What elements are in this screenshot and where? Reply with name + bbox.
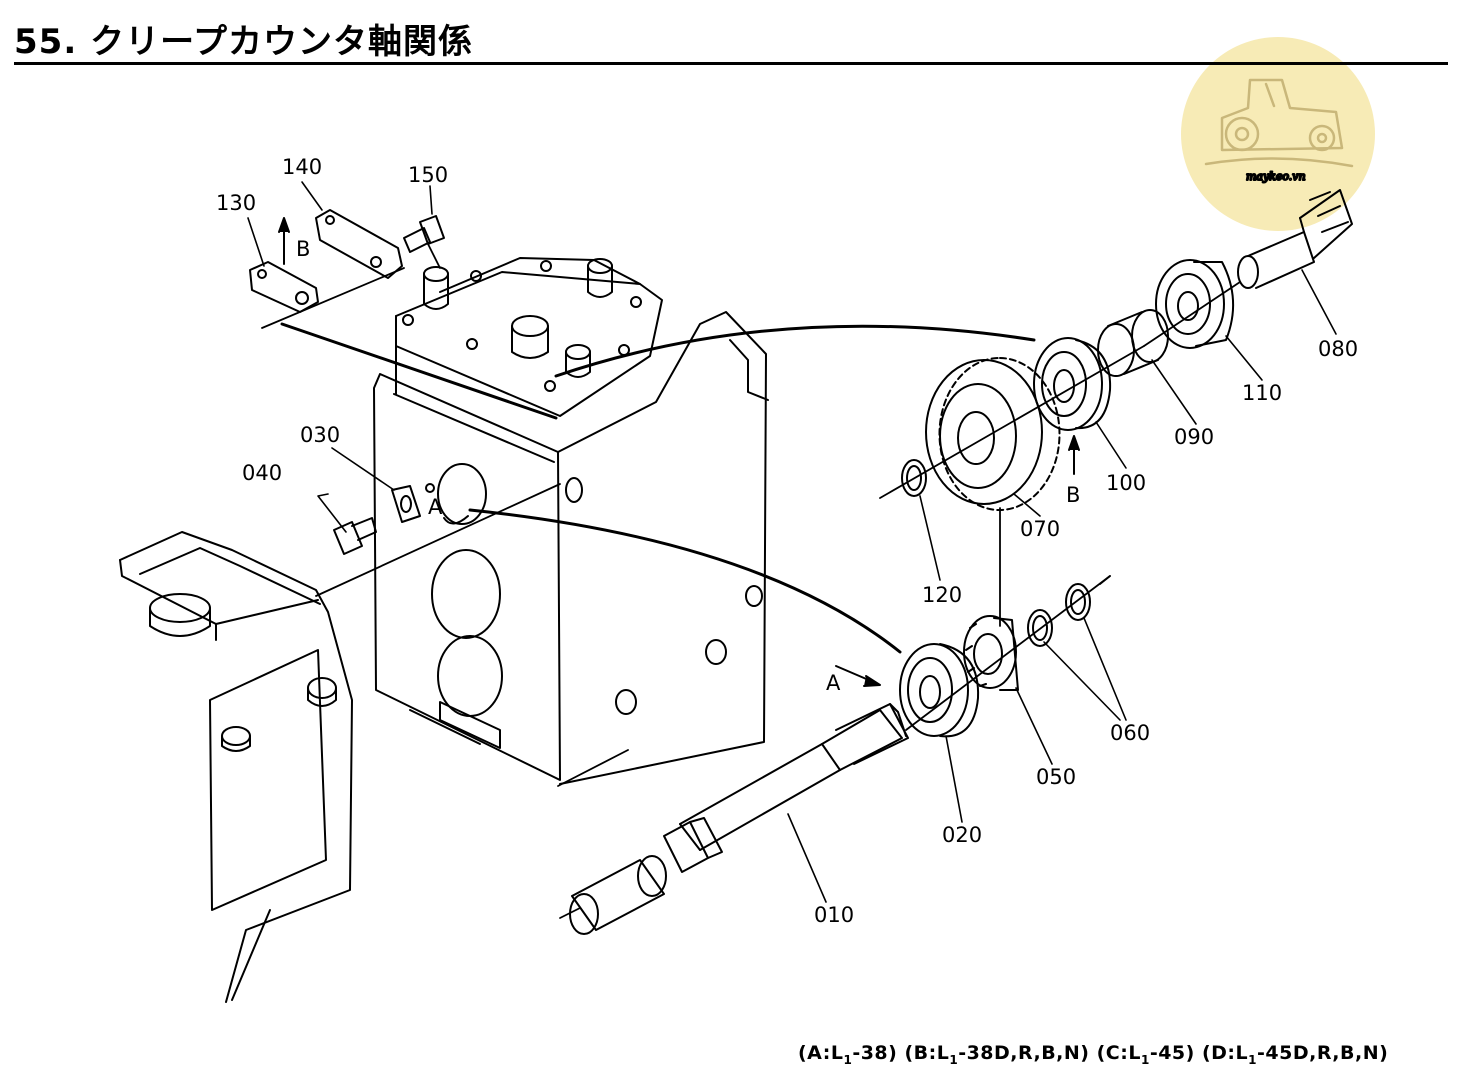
label-010: 010 [814, 903, 854, 927]
part-090-collar [1097, 309, 1169, 377]
arrow-label-b-plate: B [296, 237, 310, 261]
label-030: 030 [300, 423, 340, 447]
part-050-gear [963, 615, 1019, 691]
part-100-bearing [1033, 337, 1112, 431]
direction-arrows [278, 217, 1080, 687]
label-150: 150 [408, 163, 448, 187]
label-130: 130 [216, 191, 256, 215]
legend-b: (B:L1-38D,R,B,N) [904, 1042, 1090, 1067]
legend-c: (C:L1-45) [1096, 1042, 1195, 1067]
model-legend: (A:L1-38) (B:L1-38D,R,B,N) (C:L1-45) (D:… [798, 1042, 1388, 1067]
label-020: 020 [942, 823, 982, 847]
label-080: 080 [1318, 337, 1358, 361]
transmission-housing [119, 531, 353, 1003]
part-010-shaft [569, 703, 909, 935]
watermark-logo: maykeo.vn [1181, 37, 1375, 231]
legend-a: (A:L1-38) [798, 1042, 898, 1067]
label-060: 060 [1110, 721, 1150, 745]
label-110: 110 [1242, 381, 1282, 405]
arrow-label-b-bearing: B [1066, 483, 1080, 507]
assembly-lines [261, 243, 1241, 919]
page-title: 55. クリープカウンタ軸関係 [14, 22, 474, 62]
gearbox-case [373, 257, 769, 785]
part-030-washer [391, 483, 435, 523]
label-040: 040 [242, 461, 282, 485]
label-100: 100 [1106, 471, 1146, 495]
part-060-snap-rings [1027, 583, 1091, 647]
label-090: 090 [1174, 425, 1214, 449]
label-050: 050 [1036, 765, 1076, 789]
label-120: 120 [922, 583, 962, 607]
title-rule [14, 62, 1448, 65]
leader-lines [247, 181, 1337, 903]
part-080-pinion-shaft [1237, 189, 1353, 289]
arrow-label-a-case: A [428, 495, 443, 519]
watermark-text: maykeo.vn [1246, 170, 1306, 183]
part-020-bearing [899, 643, 980, 738]
arrow-label-a-shaft: A [826, 671, 841, 695]
part-120-circlip [901, 459, 927, 497]
label-070: 070 [1020, 517, 1060, 541]
part-140-plate [315, 209, 403, 279]
part-130-plate [249, 261, 319, 313]
part-040-bolt [333, 517, 377, 555]
legend-d: (D:L1-45D,R,B,N) [1201, 1042, 1389, 1067]
part-150-bolt [403, 215, 445, 253]
label-140: 140 [282, 155, 322, 179]
